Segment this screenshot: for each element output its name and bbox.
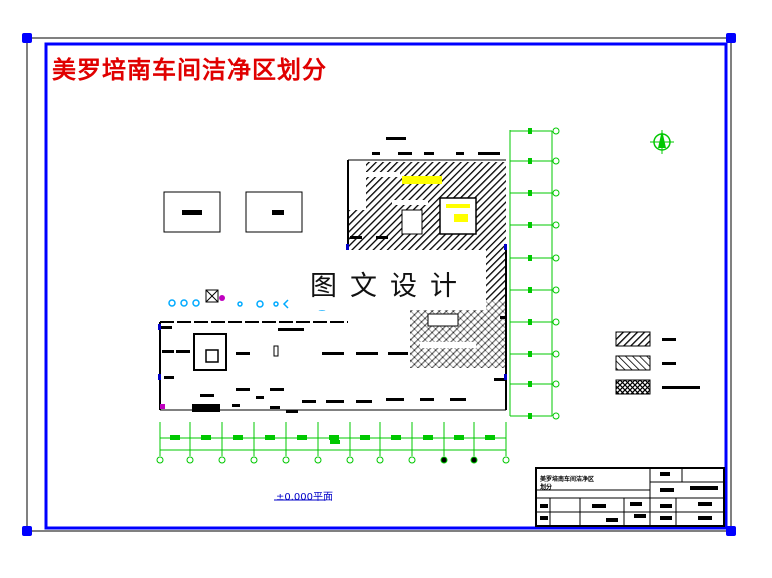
axis-tick: [201, 435, 211, 440]
axis-tick: [485, 435, 495, 440]
axis-tick: [528, 255, 532, 261]
axis-tick: [528, 222, 532, 228]
axis-bubble: [552, 189, 560, 197]
axis-bubble: [552, 350, 560, 358]
axis-tick: [528, 351, 532, 357]
corner-mark: [726, 33, 736, 43]
axis-bubble: [250, 456, 258, 464]
axis-tick: [233, 435, 243, 440]
axis-tick: [297, 435, 307, 440]
axis-tick: [329, 435, 339, 440]
hatch-legend: [615, 331, 700, 395]
corner-mark: [726, 526, 736, 536]
axis-bubble: [376, 456, 384, 464]
elevation-caption: ±0.000平面: [276, 492, 334, 503]
axis-grid: [156, 127, 560, 464]
axis-bubble: [552, 412, 560, 420]
axis-tick: [528, 319, 532, 325]
axis-bubble: [282, 456, 290, 464]
wall-segments: [160, 137, 506, 413]
magenta-marker: [219, 295, 225, 301]
clean-zone-upper: [348, 162, 506, 305]
title-block: [535, 467, 725, 527]
axis-tick: [528, 128, 532, 134]
axis-bubble: [552, 286, 560, 294]
axis-bubble: [408, 456, 416, 464]
axis-tick: [170, 435, 180, 440]
axis-tick: [454, 435, 464, 440]
axis-bubble: [552, 380, 560, 388]
axis-tick: [391, 435, 401, 440]
corner-mark: [22, 33, 32, 43]
axis-tick: [528, 287, 532, 293]
north-arrow-icon: [650, 130, 674, 154]
corner-mark: [22, 526, 32, 536]
axis-tick: [265, 435, 275, 440]
axis-bubble: [502, 456, 510, 464]
axis-bubble: [552, 221, 560, 229]
axis-tick: [528, 413, 532, 419]
title-block-fills: [540, 472, 718, 522]
axis-bubble: [440, 456, 448, 464]
title-block-project-name-cont: 划分: [540, 483, 552, 491]
axis-bubble: [552, 254, 560, 262]
inner-frame: [44, 42, 728, 530]
axis-tick: [528, 190, 532, 196]
drawing-title: 美罗培南车间洁净区划分: [52, 55, 327, 84]
axis-tick: [360, 435, 370, 440]
outer-frame: [26, 37, 732, 532]
column-markers: [158, 244, 507, 380]
axis-bubble: [218, 456, 226, 464]
axis-bubble: [552, 157, 560, 165]
axis-bubble: [552, 127, 560, 135]
axis-tick: [528, 381, 532, 387]
axis-tick: [528, 158, 532, 164]
equipment-row: [168, 299, 329, 311]
watermark-text: 图文设计: [296, 264, 486, 310]
title-block-project-name: 美罗培南车间洁净区: [539, 475, 594, 483]
magenta-marker: [160, 404, 165, 409]
axis-bubble: [470, 456, 478, 464]
axis-tick: [423, 435, 433, 440]
axis-bubble: [156, 456, 164, 464]
axis-bubble: [346, 456, 354, 464]
clean-zone-lower: [410, 300, 506, 368]
axis-bubble: [186, 456, 194, 464]
axis-bubble: [552, 318, 560, 326]
axis-bubble: [314, 456, 322, 464]
